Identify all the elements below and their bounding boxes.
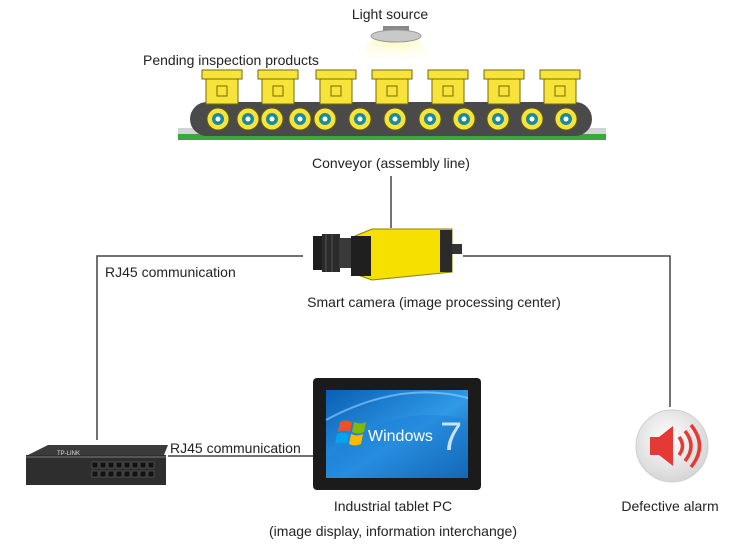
- industrial-tablet-icon: Windows 7: [313, 378, 481, 490]
- pending-products-label: Pending inspection products: [143, 52, 319, 68]
- defective-alarm-icon: [635, 409, 709, 483]
- switch-port-icon: [99, 461, 107, 469]
- connection-lines: [96, 176, 671, 457]
- tablet-label-line2: (image display, information interchange): [269, 523, 517, 539]
- screen-windows-digit: 7: [440, 415, 462, 459]
- conveyor-roller-icon: [260, 107, 284, 131]
- switch-port-icon: [99, 470, 107, 478]
- product-box-icon: [371, 69, 413, 105]
- conveyor-icon: [178, 69, 606, 140]
- smart-camera-icon: [313, 228, 462, 281]
- conveyor-roller-icon: [452, 107, 476, 131]
- conveyor-roller-icon: [520, 107, 544, 131]
- switch-port-icon: [139, 470, 147, 478]
- product-box-icon: [257, 69, 299, 105]
- switch-port-icon: [123, 461, 131, 469]
- conveyor-roller-icon: [383, 107, 407, 131]
- switch-port-icon: [131, 461, 139, 469]
- conveyor-roller-icon: [313, 107, 337, 131]
- product-box-icon: [315, 69, 357, 105]
- conveyor-roller-icon: [418, 107, 442, 131]
- conveyor-roller-icon: [348, 107, 372, 131]
- switch-port-icon: [123, 470, 131, 478]
- alarm-label: Defective alarm: [621, 498, 719, 514]
- product-box-icon: [483, 69, 525, 105]
- switch-port-icon: [91, 461, 99, 469]
- switch-port-icon: [115, 461, 123, 469]
- conveyor-roller-icon: [554, 107, 578, 131]
- switch-port-icon: [139, 461, 147, 469]
- product-box-icon: [539, 69, 581, 105]
- network-switch-icon: [26, 445, 168, 485]
- conveyor-roller-icon: [236, 107, 260, 131]
- switch-brand-label: TP-LINK: [57, 451, 80, 457]
- tablet-label-line1: Industrial tablet PC: [333, 498, 453, 514]
- smart-camera-label: Smart camera (image processing center): [307, 294, 561, 310]
- rj45-top-label: RJ45 communication: [105, 264, 236, 280]
- switch-port-icon: [147, 461, 155, 469]
- light-source-icon: [345, 26, 445, 72]
- screen-windows-text: Windows: [368, 428, 433, 445]
- switch-port-icon: [131, 470, 139, 478]
- switch-port-icon: [147, 470, 155, 478]
- conveyor-roller-icon: [206, 107, 230, 131]
- conveyor-roller-icon: [288, 107, 312, 131]
- light-source-label: Light source: [351, 6, 429, 22]
- rj45-bottom-label: RJ45 communication: [170, 440, 301, 456]
- conveyor-roller-icon: [486, 107, 510, 131]
- product-box-icon: [427, 69, 469, 105]
- switch-port-icon: [107, 461, 115, 469]
- switch-port-icon: [107, 470, 115, 478]
- conveyor-label: Conveyor (assembly line): [312, 155, 470, 171]
- product-box-icon: [201, 69, 243, 105]
- switch-port-icon: [115, 470, 123, 478]
- windows-logo-icon: [335, 420, 366, 446]
- switch-port-icon: [91, 470, 99, 478]
